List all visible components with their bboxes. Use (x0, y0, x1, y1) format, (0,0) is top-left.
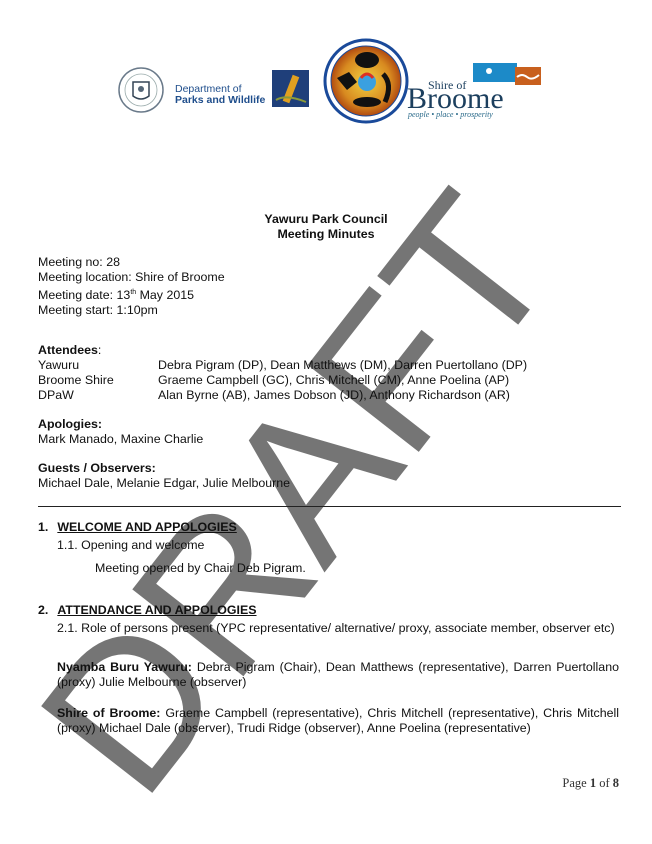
attendee-row: Yawuru Debra Pigram (DP), Dean Matthews (… (38, 358, 527, 373)
yawuru-emblem-logo (323, 38, 409, 127)
attendees-heading: Attendees: (38, 343, 102, 357)
dpaw-name-line1: Department of (175, 83, 242, 95)
attendee-names: Graeme Campbell (GC), Chris Mitchell (CM… (158, 373, 510, 387)
nyamba-buru-yawuru-attendance: Nyamba Buru Yawuru: Debra Pigram (Chair)… (57, 660, 619, 689)
section-1-heading: 1.WELCOME AND APPOLOGIES (38, 520, 237, 534)
kangaroo-paw-logo (272, 70, 309, 107)
meeting-start: Meeting start: 1:10pm (38, 303, 158, 318)
meeting-date: Meeting date: 13th May 2015 (38, 288, 195, 303)
section-2-1: 2.1. Role of persons present (YPC repres… (57, 621, 615, 635)
apologies-heading: Apologies: (38, 417, 103, 431)
document-subtitle: Meeting Minutes (277, 227, 375, 241)
section-1-1: 1.1. Opening and welcome (57, 538, 205, 552)
dpaw-name-line2: Parks and Wildlife (175, 94, 266, 106)
attendee-names: Debra Pigram (DP), Dean Matthews (DM), D… (158, 358, 528, 372)
attendee-row: DPaW Alan Byrne (AB), James Dobson (JD), … (38, 388, 527, 403)
attendee-row: Broome Shire Graeme Campbell (GC), Chris … (38, 373, 527, 388)
shire-of-broome-attendance: Shire of Broome: Graeme Campbell (repres… (57, 706, 619, 735)
meeting-number: Meeting no: 28 (38, 255, 120, 269)
broome-logo-text: Broome (407, 82, 504, 115)
kangaroo-paw-icon (275, 74, 307, 104)
wa-government-crest-logo (117, 66, 165, 117)
attendee-group: DPaW (38, 388, 74, 402)
broome-waves-logo (473, 63, 541, 88)
section-1-body: Meeting opened by Chair Deb Pigram. (95, 561, 306, 575)
guests-heading: Guests / Observers: (38, 461, 156, 475)
broome-tagline: people • place • prosperity (408, 110, 493, 119)
attendee-group: Yawuru (38, 358, 80, 372)
page-number: Page 1 of 8 (562, 776, 619, 790)
section-divider (38, 506, 621, 507)
yawuru-emblem-icon (323, 38, 409, 124)
shire-of-label: Shire of (428, 78, 467, 92)
guests-names: Michael Dale, Melanie Edgar, Julie Melbo… (38, 476, 291, 490)
attendees-table: Yawuru Debra Pigram (DP), Dean Matthews (… (38, 358, 527, 403)
meeting-location: Meeting location: Shire of Broome (38, 270, 225, 284)
broome-sun-waves-icon (473, 63, 541, 85)
attendee-names: Alan Byrne (AB), James Dobson (JD), Anth… (158, 388, 510, 402)
apologies-names: Mark Manado, Maxine Charlie (38, 432, 204, 446)
document-title: Yawuru Park Council (264, 212, 388, 226)
section-2-heading: 2.ATTENDANCE AND APPOLOGIES (38, 603, 257, 617)
attendee-group: Broome Shire (38, 373, 114, 387)
crest-icon (118, 67, 164, 113)
